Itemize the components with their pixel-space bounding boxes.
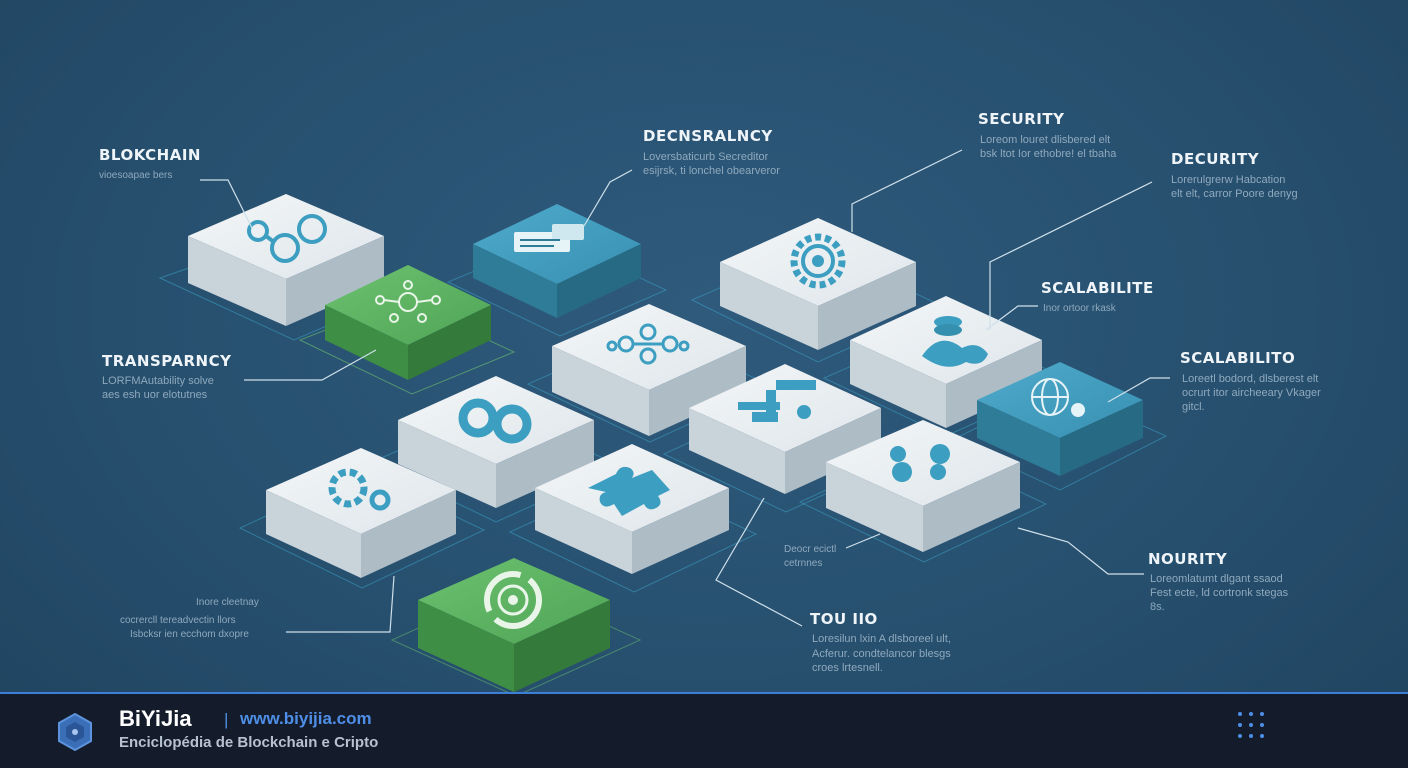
- label-scalabilito: SCALABILITO Loreetl bodord, dlsberest el…: [1180, 349, 1321, 413]
- footer-separator: |: [224, 710, 229, 729]
- svg-text:Deocr ecictl: Deocr ecictl: [784, 544, 836, 555]
- label-small-center: Deocr ecictl cetrnnes: [784, 544, 836, 569]
- biyijia-logo-icon: [58, 712, 92, 752]
- svg-text:LORFMAutability solve: LORFMAutability solve: [102, 375, 214, 387]
- puzzle-icon: [588, 466, 670, 516]
- tile-network: [298, 265, 516, 395]
- svg-text:NOURITY: NOURITY: [1148, 550, 1228, 568]
- svg-text:DECURITY: DECURITY: [1171, 150, 1260, 168]
- tile-globe: [950, 362, 1168, 491]
- label-scalabilite: SCALABILITE Inor ortoor rkask: [1041, 279, 1154, 314]
- svg-text:Isbcksr ien ecchom dxopre: Isbcksr ien ecchom dxopre: [130, 629, 249, 640]
- tile-tools: [662, 364, 910, 513]
- svg-text:Inore cleetnay: Inore cleetnay: [196, 597, 259, 608]
- blockchain-tiles-diagram: BLOKCHAIN vioesoapae bers TRANSPARNCY LO…: [99, 110, 1321, 692]
- label-toulio: TOU IIO Loresilun lxin A dlsboreel ult, …: [810, 610, 951, 674]
- label-security: SECURITY Loreom louret dlisbered elt bsk…: [978, 110, 1117, 160]
- svg-text:esijrsk, ti lonchel obearveror: esijrsk, ti lonchel obearveror: [643, 165, 780, 177]
- gear-icon: [790, 233, 846, 289]
- svg-text:TOU IIO: TOU IIO: [810, 610, 878, 628]
- svg-text:Loresilun lxin A dlsboreel ult: Loresilun lxin A dlsboreel ult,: [812, 633, 951, 645]
- svg-text:bsk ltot Ior ethobre! el tbaha: bsk ltot Ior ethobre! el tbaha: [980, 148, 1117, 160]
- chain-link-icon: [247, 214, 327, 263]
- footer-tagline: Enciclopédia de Blockchain e Cripto: [119, 734, 379, 751]
- tile-coins: [822, 296, 1072, 437]
- svg-text:Inor ortoor rkask: Inor ortoor rkask: [1043, 303, 1117, 314]
- svg-text:vioesoapae bers: vioesoapae bers: [99, 170, 172, 181]
- svg-text:BLOKCHAIN: BLOKCHAIN: [99, 146, 201, 164]
- svg-text:SCALABILITO: SCALABILITO: [1180, 349, 1295, 367]
- svg-text:Loreom louret dlisbered elt: Loreom louret dlisbered elt: [980, 134, 1110, 146]
- document-icon: [514, 224, 584, 252]
- svg-text:TRANSPARNCY: TRANSPARNCY: [102, 352, 232, 370]
- infinity-link-icon: [458, 398, 532, 444]
- label-blockchain: BLOKCHAIN vioesoapae bers: [99, 146, 201, 181]
- recycle-gear-icon: [484, 571, 542, 629]
- svg-text:SCALABILITE: SCALABILITE: [1041, 279, 1154, 297]
- svg-text:cetrnnes: cetrnnes: [784, 558, 822, 569]
- gears-icon: [890, 444, 950, 482]
- svg-text:Loreetl bodord, dlsberest elt: Loreetl bodord, dlsberest elt: [1182, 373, 1318, 385]
- svg-text:cocrercll tereadvectin llors: cocrercll tereadvectin llors: [120, 615, 236, 626]
- network-node-icon: [375, 280, 441, 323]
- svg-text:SECURITY: SECURITY: [978, 110, 1065, 128]
- label-transparency: TRANSPARNCY LORFMAutability solve aes es…: [102, 352, 232, 401]
- svg-text:gitcl.: gitcl.: [1182, 401, 1205, 413]
- svg-text:Acferur. condtelancor blesgs: Acferur. condtelancor blesgs: [812, 648, 951, 660]
- label-nourity: NOURITY Loreomlatumt dlgant ssaod Fest e…: [1148, 550, 1289, 613]
- svg-text:Fest ecte, ld cortronk stegas: Fest ecte, ld cortronk stegas: [1150, 587, 1289, 599]
- tools-icon: [738, 380, 816, 422]
- footer-brand: BiYiJia: [119, 706, 192, 731]
- grid-dots-icon[interactable]: [1236, 710, 1266, 740]
- label-decurity: DECURITY Lorerulgrerw Habcation elt elt,…: [1171, 150, 1298, 200]
- svg-text:croes lrtesnell.: croes lrtesnell.: [812, 662, 883, 674]
- svg-text:8s.: 8s.: [1150, 601, 1165, 613]
- coins-icon: [922, 316, 988, 367]
- tile-molecule: [526, 304, 774, 443]
- label-small-left: Inore cleetnay cocrercll tereadvectin ll…: [120, 597, 259, 640]
- svg-text:ocrurt itor aircheeary Vkager: ocrurt itor aircheeary Vkager: [1182, 387, 1321, 399]
- svg-text:Lorerulgrerw Habcation: Lorerulgrerw Habcation: [1171, 174, 1285, 186]
- svg-text:aes esh uor elotutnes: aes esh uor elotutnes: [102, 389, 208, 401]
- svg-text:DECNSRALNCY: DECNSRALNCY: [643, 127, 773, 145]
- label-decentralization: DECNSRALNCY Loversbaticurb Secreditor es…: [643, 127, 780, 177]
- svg-text:elt elt, carror Poore denyg: elt elt, carror Poore denyg: [1171, 188, 1298, 200]
- molecule-icon: [606, 323, 690, 365]
- svg-text:Loversbaticurb Secreditor: Loversbaticurb Secreditor: [643, 151, 769, 163]
- leader-lines: [200, 149, 1170, 633]
- footer-bar: BiYiJia | www.biyijia.com Enciclopédia d…: [0, 692, 1408, 768]
- gear-pair-icon: [328, 468, 391, 511]
- footer-url-link[interactable]: www.biyijia.com: [240, 709, 372, 728]
- globe-icon: [1031, 378, 1085, 417]
- svg-text:Loreomlatumt dlgant ssaod: Loreomlatumt dlgant ssaod: [1150, 573, 1283, 585]
